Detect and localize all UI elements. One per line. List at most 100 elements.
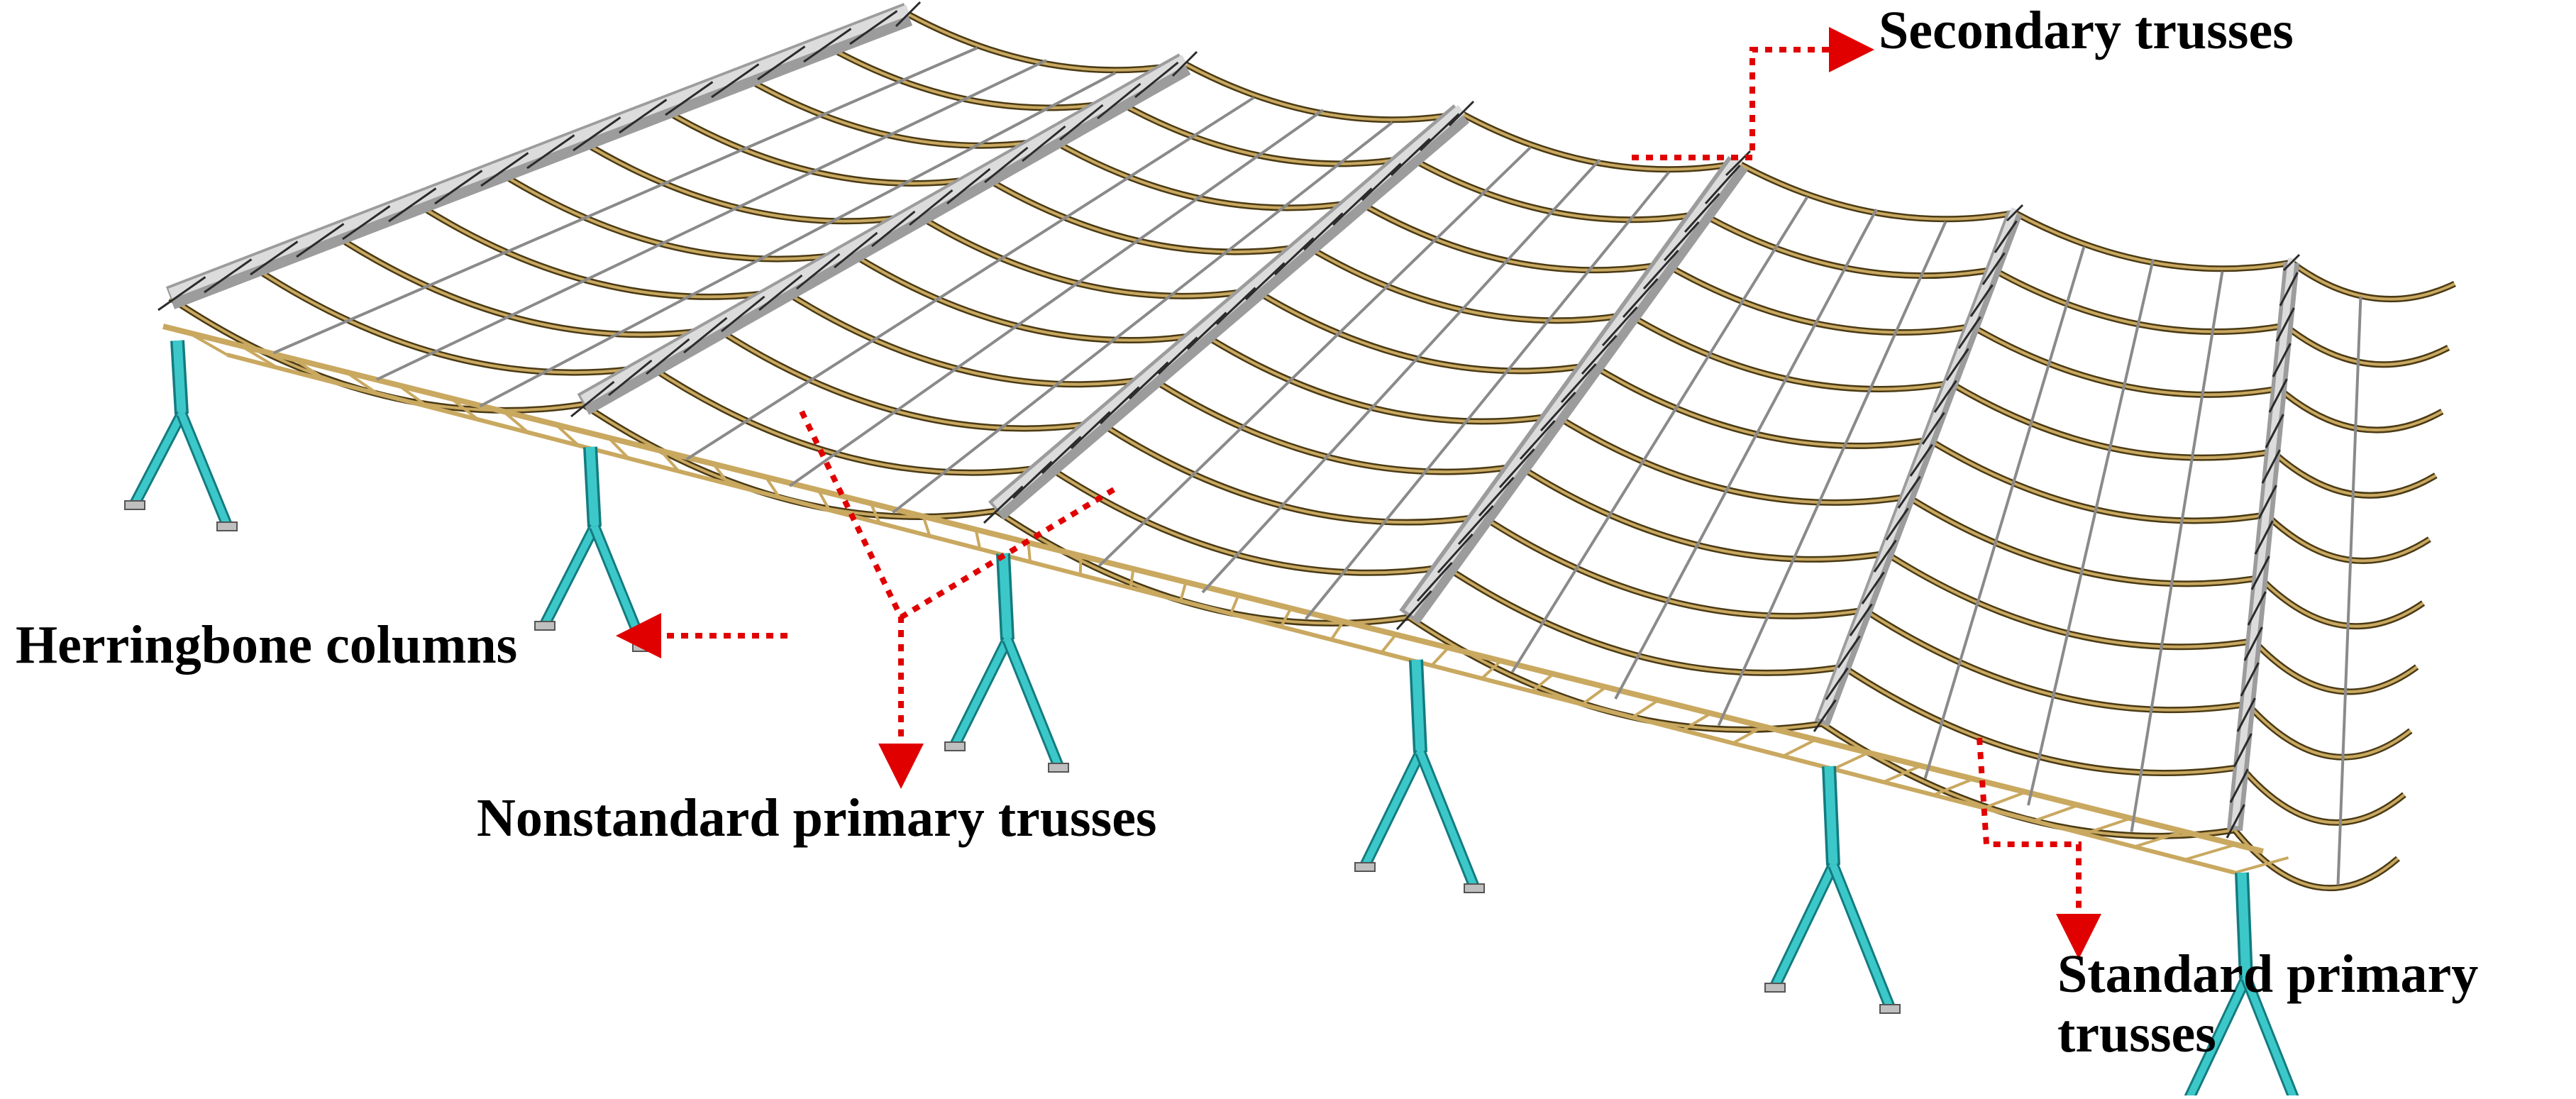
edge-truss-web — [1229, 595, 1240, 614]
primary-truss-web — [711, 63, 760, 99]
secondary-truss-arch — [2245, 702, 2413, 761]
secondary-truss-arch-highlight — [497, 170, 851, 261]
primary-truss-top-chord — [168, 4, 910, 299]
secondary-truss-arch — [824, 43, 1119, 111]
edge-truss-chord — [162, 324, 2264, 854]
primary-truss-web — [250, 241, 299, 276]
secondary-truss-arch-highlight — [1701, 212, 1994, 277]
column-leg-face — [591, 525, 646, 647]
purlin — [1304, 171, 1671, 620]
primary-truss-web — [1813, 699, 1837, 732]
primary-truss-web — [1099, 386, 1140, 425]
primary-truss-web — [2226, 804, 2245, 839]
primary-truss-web — [1704, 164, 1741, 205]
edge-truss-web — [1732, 725, 1764, 745]
primary-truss-web — [2279, 272, 2299, 306]
primary-truss-web — [721, 295, 765, 333]
primary-truss-web — [665, 81, 714, 116]
primary-truss-web — [2250, 556, 2270, 590]
secondary-truss-arch-highlight — [1202, 333, 1556, 423]
column-leg-face — [2243, 976, 2299, 1099]
secondary-trusses — [162, 11, 2456, 891]
secondary-truss-arch-highlight — [2240, 766, 2406, 824]
primary-truss-top-chord — [2231, 258, 2295, 827]
column-leg-face — [1361, 751, 1424, 868]
edge-truss-web — [2234, 856, 2289, 874]
primary-truss-web — [2247, 591, 2267, 626]
primary-truss-web — [1957, 316, 1981, 349]
primary-truss-web — [2272, 343, 2292, 377]
edge-truss-web — [660, 450, 680, 473]
column-shaft-face — [1411, 659, 1425, 753]
primary-truss-web — [1390, 138, 1431, 177]
edge-truss-web — [1581, 685, 1607, 706]
secondary-truss-arch-highlight — [1737, 162, 2016, 221]
edge-truss-web — [292, 358, 328, 382]
primary-truss-web — [1134, 61, 1179, 99]
primary-truss-web — [2257, 485, 2277, 519]
primary-truss-web — [1273, 237, 1315, 276]
edge-truss-web — [1129, 568, 1135, 588]
secondary-truss-arch-highlight — [743, 76, 1051, 148]
secondary-truss-arch — [2232, 828, 2400, 891]
primary-truss-web — [570, 380, 615, 418]
column-leg-face — [951, 638, 1011, 747]
secondary-trusses-callout — [1632, 27, 1874, 160]
standard-primary-trusses-callout — [1977, 737, 2101, 959]
secondary-truss-arch-highlight — [1150, 377, 1519, 474]
column-leg-face — [1830, 863, 1894, 1009]
column-leg-face — [541, 525, 598, 626]
primary-truss-web — [2265, 414, 2284, 448]
primary-truss-web — [1849, 603, 1873, 636]
edge-truss-web — [1933, 778, 1974, 797]
secondary-truss-arch-highlight — [251, 265, 651, 375]
edge-truss-web — [1027, 542, 1032, 563]
primary-truss-web — [895, 1, 922, 28]
edge-truss-web — [1681, 712, 1712, 731]
column-base-plate — [534, 621, 555, 631]
primary-truss-web — [1519, 419, 1556, 460]
primary-truss-web — [646, 338, 690, 375]
primary-truss-web — [1945, 348, 1969, 381]
primary-truss-web — [619, 99, 668, 134]
primary-truss-web — [1437, 533, 1474, 574]
secondary-truss-arch-highlight — [1481, 515, 1865, 618]
edge-truss-web — [817, 489, 831, 511]
primary-truss-web — [983, 485, 1024, 524]
secondary-truss-arch-highlight — [2246, 702, 2412, 759]
edge-truss-web — [397, 384, 429, 408]
column-base-plate — [216, 521, 238, 531]
secondary-truss-arch-highlight — [415, 201, 784, 299]
secondary-truss-arch-highlight — [1357, 200, 1666, 272]
primary-truss-web — [1825, 667, 1849, 700]
secondary-truss-arch-highlight — [716, 327, 1100, 430]
primary-truss-web — [1498, 448, 1535, 489]
edge-truss-web — [1078, 556, 1083, 575]
primary-truss-web — [1448, 100, 1475, 127]
primary-truss-web — [2229, 768, 2249, 803]
secondary-truss-arch-highlight — [649, 365, 1049, 475]
primary-truss-web — [1622, 277, 1659, 319]
secondary-truss-arch-highlight — [1864, 609, 2248, 712]
secondary-truss-arch-highlight — [1184, 62, 1462, 121]
secondary-truss-arch-highlight — [1664, 263, 1972, 334]
primary-truss-web — [1560, 363, 1597, 404]
secondary-truss-arch-highlight — [1409, 156, 1702, 221]
primary-truss-web — [1581, 334, 1618, 375]
column-base-plate — [1354, 862, 1376, 872]
secondary-truss-arch-highlight — [1117, 100, 1410, 165]
primary-truss-web — [2233, 733, 2252, 768]
primary-truss-web — [1059, 104, 1104, 141]
primary-truss-web — [834, 231, 878, 269]
edge-truss-web — [555, 423, 580, 447]
edge-truss-web — [1330, 620, 1345, 641]
primary-truss-web — [1457, 504, 1494, 546]
edge-truss-web — [2184, 843, 2237, 861]
secondary-truss-arch-highlight — [1906, 495, 2260, 585]
standard-primary-trusses-label-line1: Standard primary — [2057, 944, 2479, 1004]
secondary-truss-arch-highlight — [1305, 244, 1629, 322]
secondary-truss-arch-highlight — [1950, 382, 2273, 460]
column-shaft-face — [2237, 872, 2251, 978]
primary-truss-web — [849, 10, 898, 45]
